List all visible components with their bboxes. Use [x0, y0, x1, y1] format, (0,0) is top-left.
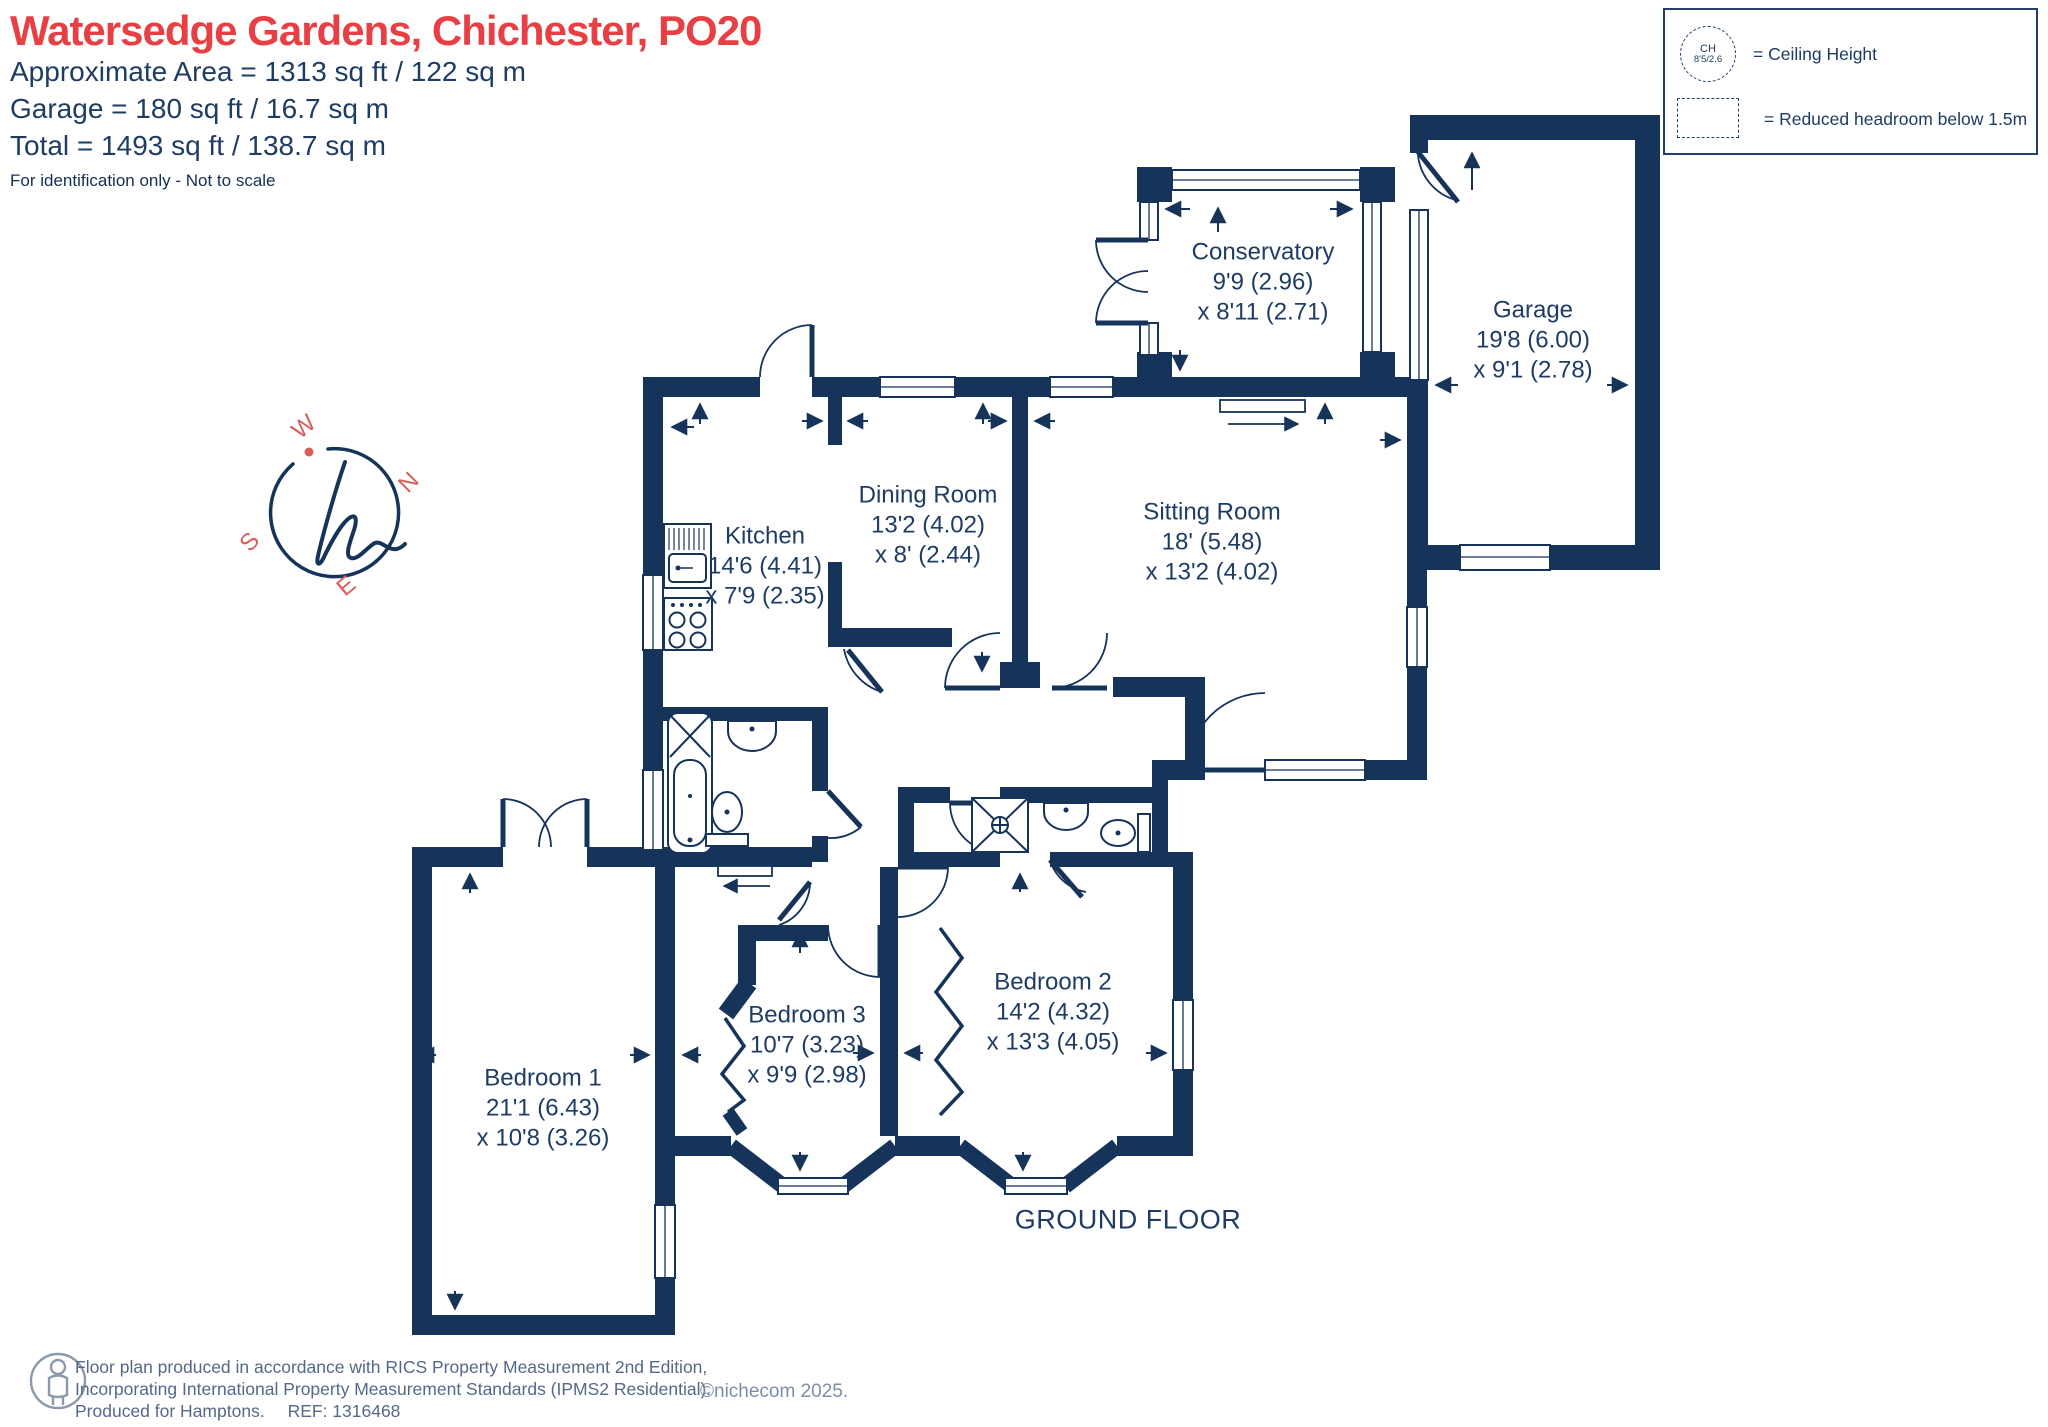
room-dim: x 13'2 (4.02) — [1145, 557, 1279, 585]
room-dim: x 7'9 (2.35) — [705, 581, 825, 609]
room-name: Bedroom 1 — [484, 1064, 602, 1092]
room-dim: x 8'11 (2.71) — [1197, 297, 1329, 325]
garage-area: Garage = 180 sq ft / 16.7 sq m — [10, 93, 389, 125]
ceiling-height-abbr: CH — [1700, 42, 1716, 55]
room-name: Dining Room — [858, 481, 998, 509]
person-icon — [29, 1352, 87, 1410]
room-name: Garage — [1492, 296, 1574, 324]
footer-line-1: Floor plan produced in accordance with R… — [75, 1357, 708, 1377]
room-name: Bedroom 2 — [994, 968, 1112, 996]
room-name: Bedroom 3 — [748, 1001, 866, 1029]
radiators — [717, 399, 1306, 894]
shower-icon — [971, 797, 1029, 853]
reduced-headroom-symbol — [1677, 98, 1739, 138]
room-name: Conservatory — [1191, 238, 1335, 266]
scale-disclaimer: For identification only - Not to scale — [10, 171, 276, 191]
toilet-icon — [705, 791, 749, 847]
room-dim: 14'2 (4.32) — [996, 998, 1110, 1026]
room-dim: 21'1 (6.43) — [486, 1094, 600, 1122]
doors — [500, 150, 1460, 978]
compass-dot — [304, 447, 314, 457]
floor-title: GROUND FLOOR — [1014, 1204, 1242, 1235]
room-label-bedroom-2: Bedroom 2 14'2 (4.32) x 13'3 (4.05) — [987, 967, 1120, 1056]
bathtub-icon — [667, 712, 713, 854]
room-dim: 9'9 (2.96) — [1212, 268, 1314, 296]
ceiling-height-label: = Ceiling Height — [1753, 44, 1878, 64]
bifold-doors — [719, 926, 965, 1117]
legend-box: CH 8'5/2.6 = Ceiling Height = Reduced he… — [1663, 8, 2038, 155]
header: Watersedge Gardens, Chichester, PO20 App… — [10, 7, 762, 191]
fixtures — [663, 523, 1151, 854]
room-dim: 18' (5.48) — [1161, 528, 1263, 556]
room-label-kitchen: Kitchen 14'6 (4.41) x 7'9 (2.35) — [705, 521, 824, 610]
room-label-garage: Garage 19'8 (6.00) x 9'1 (2.78) — [1473, 295, 1592, 384]
room-name: Sitting Room — [1143, 498, 1281, 526]
ceiling-height-value: 8'5/2.6 — [1693, 53, 1723, 65]
ceiling-height-symbol: CH 8'5/2.6 — [1680, 26, 1736, 82]
stove-icon — [663, 597, 713, 651]
walls — [412, 115, 1660, 1335]
room-label-conservatory: Conservatory 9'9 (2.96) x 8'11 (2.71) — [1192, 237, 1335, 326]
reduced-headroom-label: = Reduced headroom below 1.5m — [1764, 109, 2028, 129]
page-title: Watersedge Gardens, Chichester, PO20 — [10, 7, 762, 54]
toilet-icon — [1100, 813, 1151, 853]
room-label-sitting-room: Sitting Room 18' (5.48) x 13'2 (4.02) — [1143, 497, 1280, 586]
copyright: ©nichecom 2025. — [700, 1381, 849, 1402]
room-dim: x 13'3 (4.05) — [986, 1027, 1120, 1055]
room-dim: x 9'9 (2.98) — [747, 1060, 867, 1088]
footer-line-2: Incorporating International Property Mea… — [75, 1379, 712, 1400]
windows — [642, 169, 1551, 1279]
room-dim: 13'2 (4.02) — [870, 511, 985, 539]
room-label-dining-room: Dining Room 13'2 (4.02) x 8' (2.44) — [859, 480, 998, 569]
room-dim: 14'6 (4.41) — [708, 552, 822, 580]
total-area: Total = 1493 sq ft / 138.7 sq m — [10, 130, 386, 162]
compass-n: N — [393, 467, 424, 498]
hamptons-logo — [315, 460, 407, 566]
room-label-bedroom-1: Bedroom 1 21'1 (6.43) x 10'8 (3.26) — [477, 1063, 610, 1152]
compass: W N S E — [234, 409, 424, 601]
kitchen-sink-icon — [663, 523, 712, 589]
room-dim: x 10'8 (3.26) — [476, 1123, 610, 1151]
compass-w: W — [287, 409, 322, 444]
room-dim: x 9'1 (2.78) — [1473, 355, 1593, 383]
basin-icon — [1043, 802, 1089, 831]
footer: Floor plan produced in accordance with R… — [75, 1356, 711, 1423]
compass-s: S — [234, 527, 265, 557]
room-dim: 19'8 (6.00) — [1476, 326, 1590, 354]
footer-line-3: Produced for Hamptons. — [75, 1401, 265, 1422]
footer-ref: REF: 1316468 — [287, 1401, 401, 1422]
basin-icon — [727, 720, 777, 752]
room-name: Kitchen — [724, 522, 806, 550]
room-dim: 10'7 (3.23) — [750, 1031, 864, 1059]
room-dim: x 8' (2.44) — [875, 540, 981, 568]
room-label-bedroom-3: Bedroom 3 10'7 (3.23) x 9'9 (2.98) — [747, 1000, 866, 1089]
approximate-area: Approximate Area = 1313 sq ft / 122 sq m — [10, 56, 526, 88]
dimension-arrows — [417, 151, 1629, 1311]
